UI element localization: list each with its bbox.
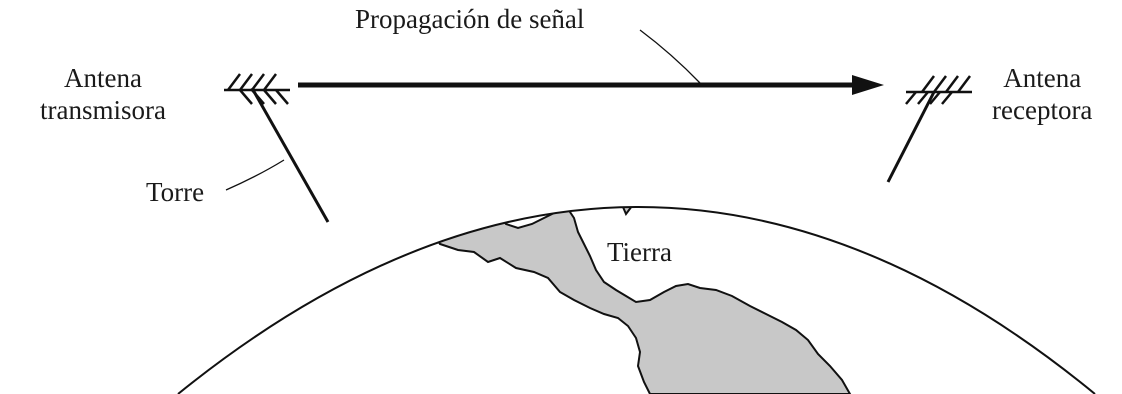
signal-leader-line bbox=[639, 29, 701, 84]
transmitting-antenna-label: Antena transmisora bbox=[40, 62, 166, 126]
receiving-antenna-label: Antena receptora bbox=[992, 62, 1092, 126]
tower-label: Torre bbox=[146, 177, 205, 207]
transmit-tower bbox=[250, 87, 330, 223]
landmass bbox=[379, 207, 852, 394]
receiving-antenna-label-line-2: receptora bbox=[992, 95, 1093, 125]
receive-antenna-icon bbox=[905, 75, 972, 105]
signal-propagation-label: Propagación de señal bbox=[355, 4, 585, 34]
transmitting-antenna-label-line-2: transmisora bbox=[40, 95, 166, 125]
transmit-antenna-icon bbox=[224, 73, 290, 105]
earth-surface bbox=[177, 206, 1096, 394]
receive-tower bbox=[886, 91, 936, 183]
transmitting-antenna-label-line-1: Antena bbox=[64, 63, 142, 93]
signal-arrow-head bbox=[852, 75, 884, 95]
earth-label: Tierra bbox=[607, 237, 672, 267]
receiving-antenna-label-line-1: Antena bbox=[1003, 63, 1082, 93]
tower-leader-line bbox=[225, 159, 285, 191]
